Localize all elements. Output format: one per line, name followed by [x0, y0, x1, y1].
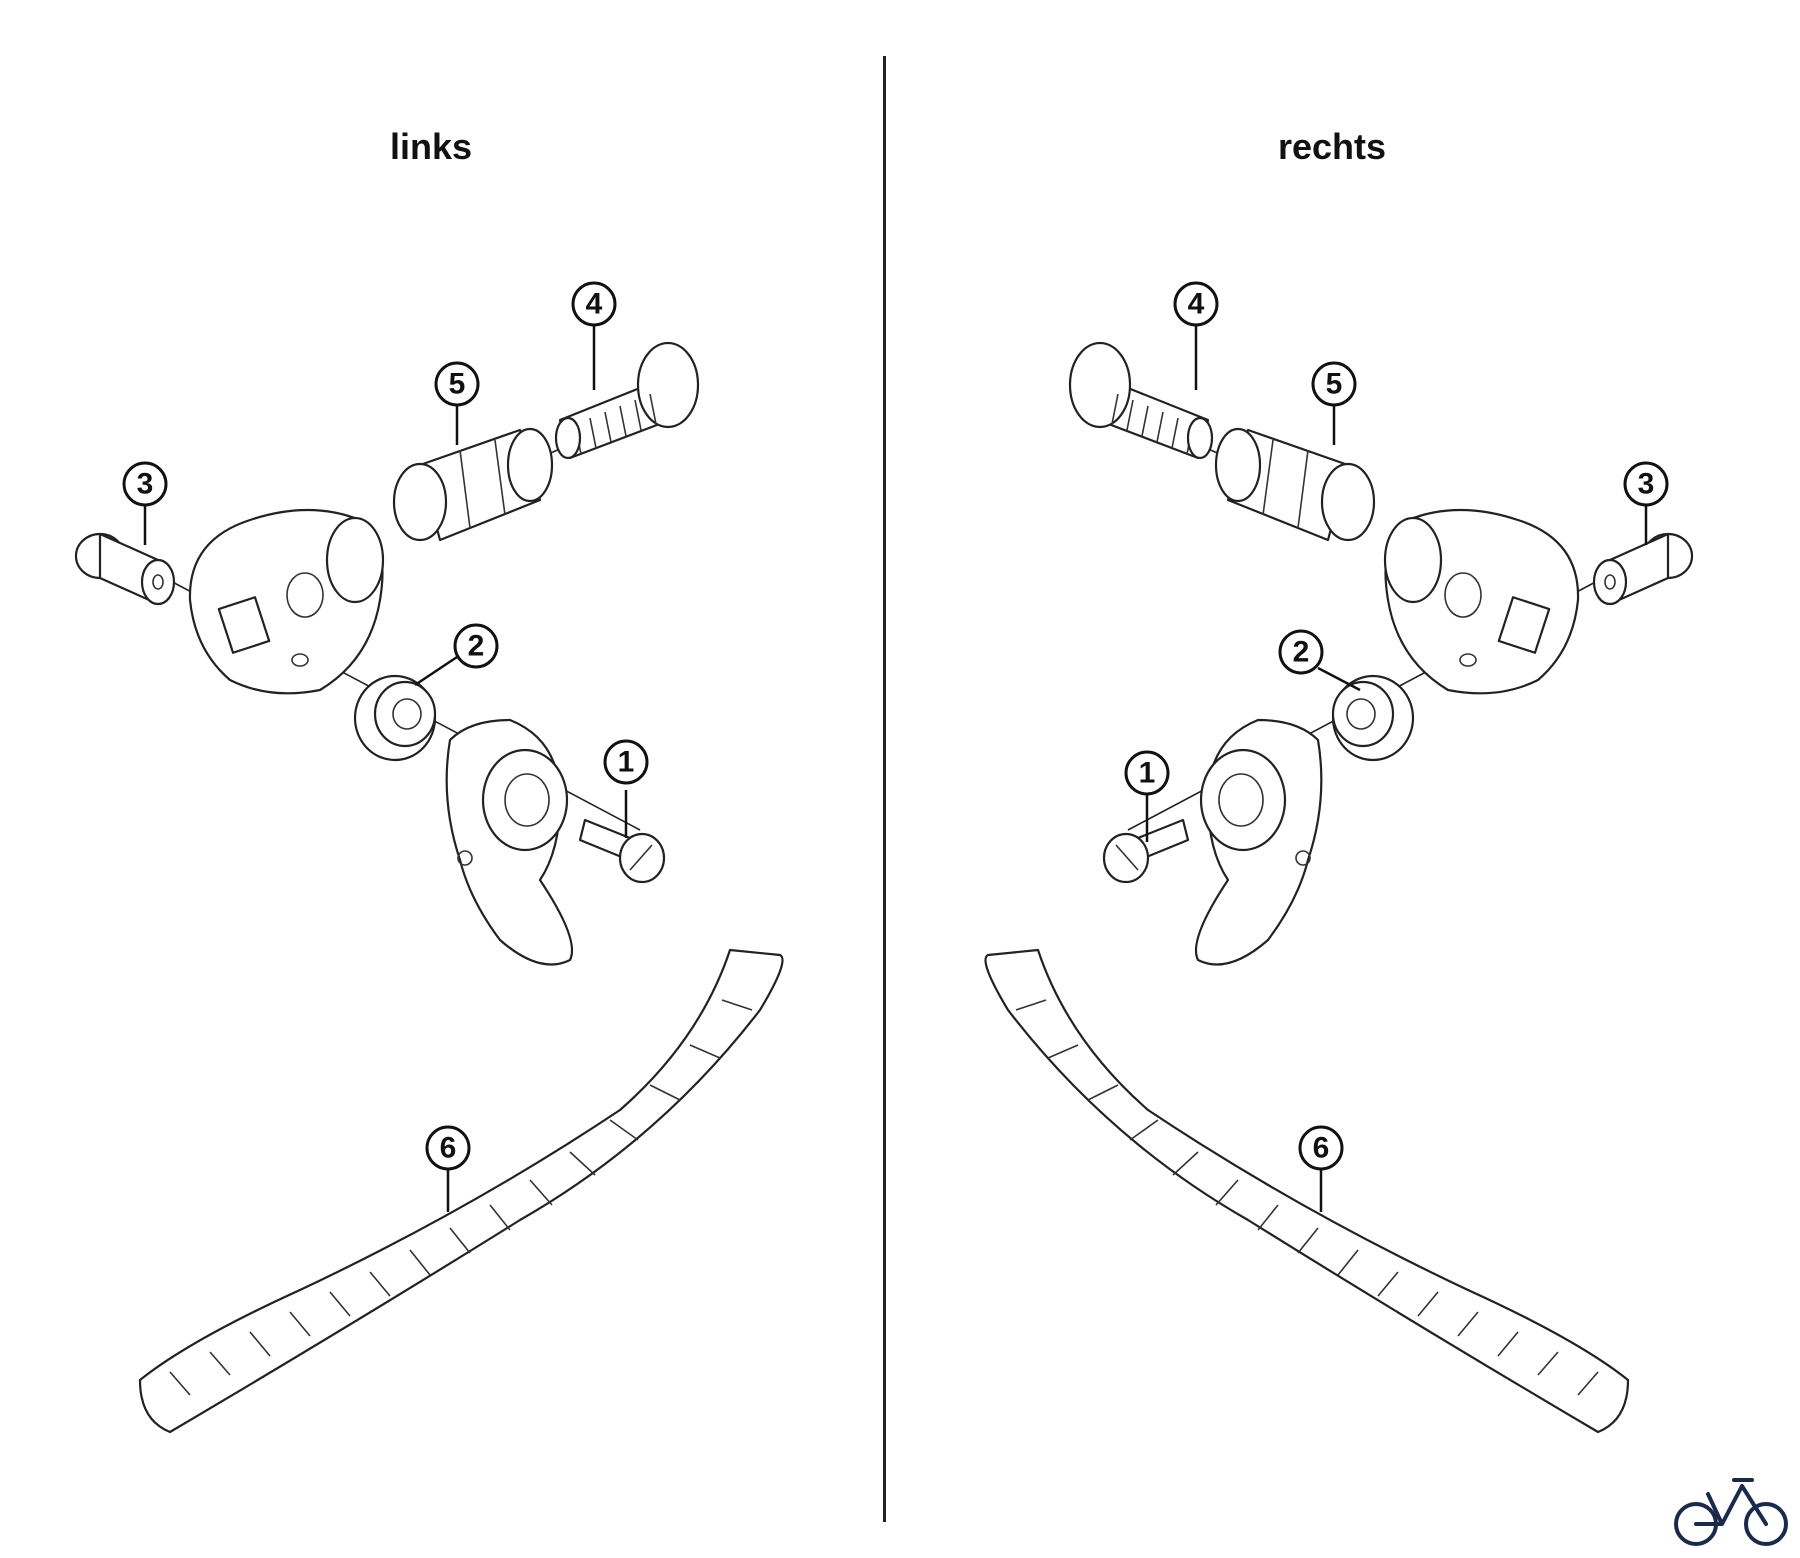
svg-text:6: 6 [1313, 1132, 1330, 1165]
center-divider [883, 56, 886, 1522]
callout-3-right: 3 [1623, 461, 1669, 507]
callout-5-right: 5 [1311, 361, 1357, 407]
svg-text:3: 3 [137, 468, 154, 501]
title-right: rechts [1278, 126, 1387, 167]
left-assembly [74, 341, 784, 1434]
svg-text:3: 3 [1638, 468, 1655, 501]
callout-3-left: 3 [122, 461, 168, 507]
svg-text:4: 4 [1188, 288, 1205, 321]
callout-2-left: 2 [453, 623, 499, 669]
right-callouts: 1 2 3 4 5 6 [1124, 281, 1669, 1212]
callout-5-left: 5 [434, 361, 480, 407]
svg-text:4: 4 [586, 288, 603, 321]
right-assembly [984, 341, 1694, 1434]
left-callouts: 1 2 3 4 5 6 [122, 281, 649, 1212]
svg-text:2: 2 [468, 630, 485, 663]
callout-6-left: 6 [425, 1125, 471, 1171]
svg-text:6: 6 [440, 1132, 457, 1165]
svg-text:1: 1 [1139, 757, 1156, 790]
bicycle-icon [1674, 1478, 1788, 1546]
callout-1-right: 1 [1124, 750, 1170, 796]
svg-text:2: 2 [1293, 636, 1310, 669]
callout-2-right: 2 [1278, 629, 1324, 675]
svg-text:5: 5 [449, 368, 466, 401]
svg-text:5: 5 [1326, 368, 1343, 401]
callout-1-left: 1 [603, 739, 649, 785]
callout-6-right: 6 [1298, 1125, 1344, 1171]
title-left: links [390, 126, 473, 167]
callout-4-right: 4 [1173, 281, 1219, 327]
callout-4-left: 4 [571, 281, 617, 327]
svg-text:1: 1 [618, 746, 635, 779]
